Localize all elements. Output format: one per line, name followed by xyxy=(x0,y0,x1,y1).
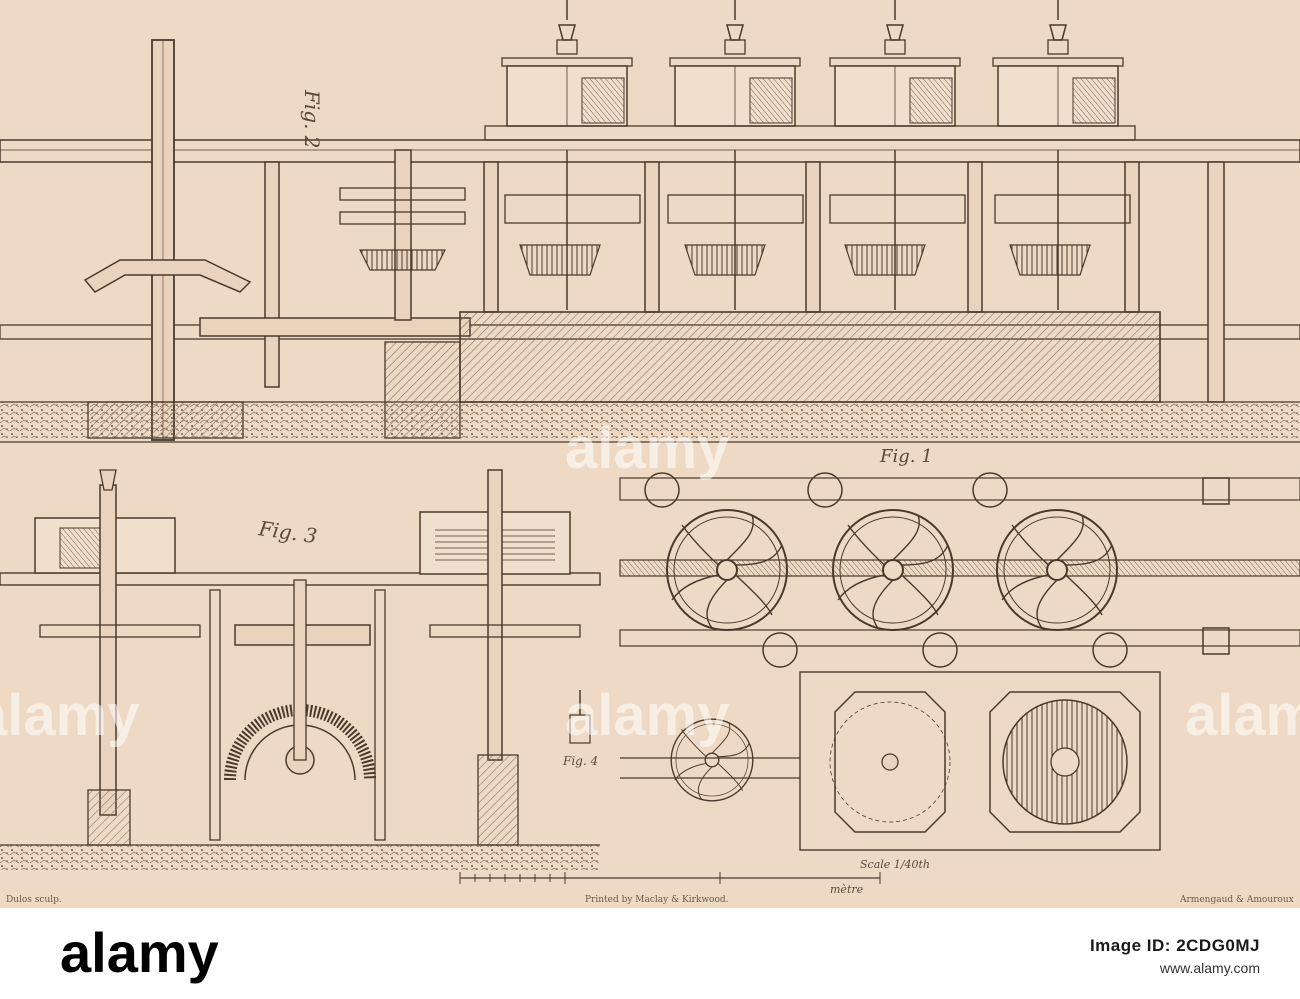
image-id: Image ID: 2CDG0MJ xyxy=(1089,936,1260,955)
scale-label: Scale 1/40th xyxy=(860,858,930,871)
engraving-plate: Fig. 2 Fig. 3 xyxy=(0,0,1300,908)
fig-2-label: Fig. 2 xyxy=(300,89,324,149)
engraver-credit: Dulos sculp. xyxy=(6,895,62,905)
figure-3-section: Fig. 3 Fig. 4 xyxy=(0,469,601,870)
fig-3-label: Fig. 3 xyxy=(256,516,318,548)
svg-text:alamy: alamy xyxy=(565,416,729,481)
alamy-logo: alamy xyxy=(60,924,270,984)
mill-machinery-drawing: Fig. 2 Fig. 3 xyxy=(0,0,1300,905)
svg-text:alamy: alamy xyxy=(565,683,729,748)
fig-4-label: Fig. 4 xyxy=(562,754,598,768)
alamy-logo-text: alamy xyxy=(60,924,219,984)
metre-label: mètre xyxy=(830,883,864,896)
stock-footer-bar: alamy Image ID: 2CDG0MJ www.alamy.com xyxy=(0,908,1300,999)
figure-1-plan: Fig. 1 Scale 1/40th xyxy=(619,446,1300,871)
figure-2-elevation: Fig. 2 xyxy=(0,0,1300,441)
svg-text:alamy: alamy xyxy=(1185,683,1300,748)
image-info: Image ID: 2CDG0MJ www.alamy.com xyxy=(1090,936,1260,976)
scale-bar: mètre xyxy=(459,872,881,896)
fig-1-label: Fig. 1 xyxy=(879,446,933,467)
printer-credit: Printed by Maclay & Kirkwood. xyxy=(585,895,729,905)
watermark: alamy alamy alamy alamy xyxy=(0,416,1300,748)
site-url: www.alamy.com xyxy=(1159,960,1260,976)
svg-text:alamy: alamy xyxy=(0,683,139,748)
publisher-credit: Armengaud & Amouroux xyxy=(1179,895,1294,905)
